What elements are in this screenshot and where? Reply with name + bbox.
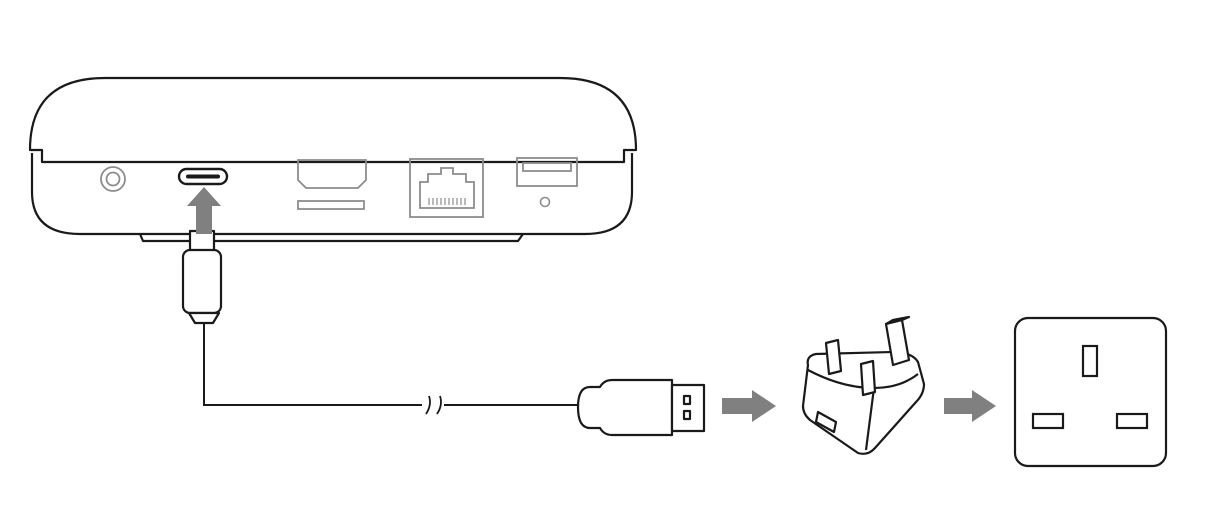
uk-wall-socket — [1013, 316, 1168, 468]
status-led — [539, 196, 551, 208]
usb-c-port — [177, 167, 229, 186]
device-foot — [138, 233, 524, 243]
device-lid — [28, 76, 638, 164]
flow-arrow-1 — [722, 390, 776, 422]
cable-break-marker — [422, 395, 444, 415]
usb-a-plug — [576, 378, 706, 437]
card-slot — [297, 200, 365, 210]
ethernet-port — [409, 158, 484, 218]
cable — [203, 322, 578, 406]
device-body — [30, 153, 634, 236]
media-box-device — [28, 76, 638, 243]
uk-power-adapter — [801, 315, 926, 455]
usb-c-plug — [181, 229, 223, 325]
usb-a-port — [516, 157, 578, 187]
hdmi-port — [297, 159, 367, 189]
dc-jack-port — [100, 166, 126, 192]
insert-usb-c-arrow — [187, 187, 221, 234]
flow-arrow-2 — [944, 390, 996, 422]
